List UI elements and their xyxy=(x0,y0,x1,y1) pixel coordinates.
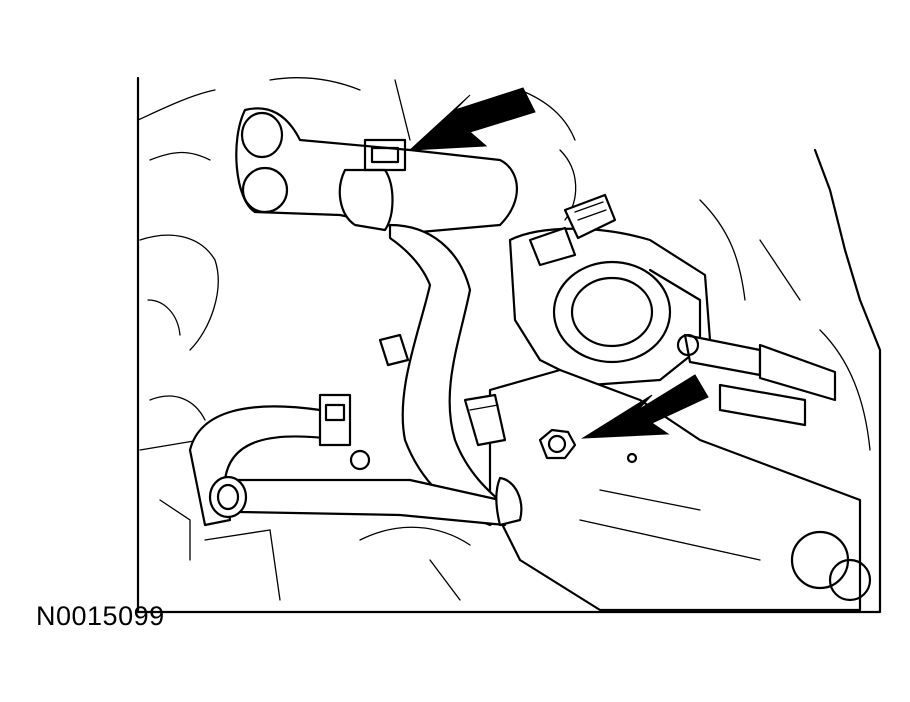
bolt-left xyxy=(349,333,700,471)
callout-arrow-lower xyxy=(581,374,709,439)
lower-housing xyxy=(488,368,872,612)
top-electrical-connector xyxy=(528,193,617,267)
lower-hose-clamps xyxy=(318,393,523,527)
mid-temperature-sensor xyxy=(463,393,507,447)
callout-arrow-upper xyxy=(408,87,536,151)
lower-bypass-hose xyxy=(188,405,507,527)
thermostat-housing xyxy=(508,227,712,387)
upper-hose-clamp xyxy=(338,138,407,232)
figure-id-label: N0015099 xyxy=(36,601,165,631)
main-coolant-hose xyxy=(388,223,512,527)
thermostat-housing-bolt xyxy=(538,428,577,460)
right-sensor-assembly xyxy=(683,333,837,427)
